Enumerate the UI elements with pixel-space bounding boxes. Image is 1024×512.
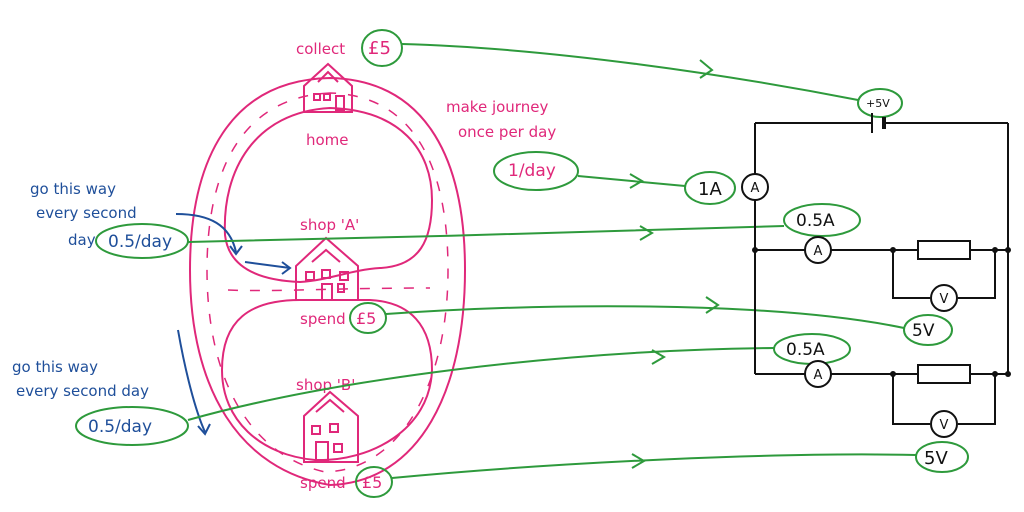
battery-label: +5V [866,97,890,110]
svg-text:V: V [940,418,949,433]
note-a-line-1: go this way [30,180,116,198]
journey-text-2: once per day [458,123,556,141]
note-b-line-2: every second day [16,382,149,400]
spend-b-amount-highlight [355,466,393,498]
voltmeter-b-icon: V [930,410,958,438]
arrowhead-spend-a [705,296,720,314]
note-a-arrow [175,213,237,253]
spend-a-amount-highlight [349,302,387,334]
arrowhead-spend-b [631,453,646,469]
svg-text:A: A [814,244,823,259]
collect-label: collect [296,40,345,58]
branch-a-voltage-label: 5V [912,321,935,341]
arrow-collect-to-battery [401,43,859,101]
ammeter-b-icon: A [804,360,832,388]
arrowhead-collect [699,59,714,79]
arrowhead-note-a [639,225,654,241]
battery-icon [871,113,886,133]
svg-text:A: A [751,181,760,196]
battery-label-highlight [857,88,903,118]
arrow-note-b-to-branch-b [187,347,775,421]
note-a-line-3: day [68,231,96,249]
spend-a-amount: £5 [356,309,376,328]
shop-b-label: shop 'B' [296,376,355,394]
total-current-highlight [684,171,736,205]
branch-a-current-label: 0.5A [796,211,835,231]
journey-rate: 1/day [508,161,556,181]
note-a-line-2: every second [36,204,137,222]
shop-a-label: shop 'A' [300,216,359,234]
ammeter-main-icon: A [741,173,769,201]
spend-b-label: spend [300,474,346,492]
resistor-a-icon [917,240,971,260]
svg-text:V: V [940,292,949,307]
branch-a-current-highlight [783,203,861,237]
note-b-rate-highlight [75,406,189,446]
branch-b-voltage-label: 5V [924,448,948,469]
home-label: home [306,131,349,149]
note-a-arrow-2 [244,261,291,269]
branch-a-voltage-highlight [903,314,953,346]
shop-b-house-icon [303,390,359,463]
note-b-rate: 0.5/day [88,417,152,437]
voltmeter-a-icon: V [930,284,958,312]
note-b-arrow [177,329,206,433]
arrowhead-note-b [651,349,666,365]
resistor-b-icon [917,364,971,384]
spend-a-label: spend [300,310,346,328]
arrowhead-rate [629,173,644,189]
journey-rate-highlight [493,151,579,191]
journey-text-1: make journey [446,98,548,116]
arrow-rate-to-total-current [577,175,686,187]
ammeter-a-icon: A [804,236,832,264]
home-house-icon [303,62,353,113]
branch-b-current-label: 0.5A [786,340,825,360]
collect-amount-highlight [361,29,403,67]
collect-amount: £5 [368,38,391,59]
arrow-spend-b-to-voltage-b [391,453,917,479]
note-b-line-1: go this way [12,358,98,376]
arrow-spend-a-to-voltage-a [385,305,905,329]
note-b-arrowhead [197,423,211,436]
note-a-rate: 0.5/day [108,232,172,252]
spend-b-amount: £5 [362,473,382,492]
note-a-arrowhead [229,245,243,256]
branch-b-voltage-highlight [915,441,969,473]
junction-dots [752,247,1011,377]
svg-text:A: A [814,368,823,383]
total-current-label: 1A [698,179,722,200]
shop-a-house-icon [295,236,359,301]
note-a-arrowhead-2 [281,261,292,275]
arrow-note-a-to-branch-a [187,225,785,243]
